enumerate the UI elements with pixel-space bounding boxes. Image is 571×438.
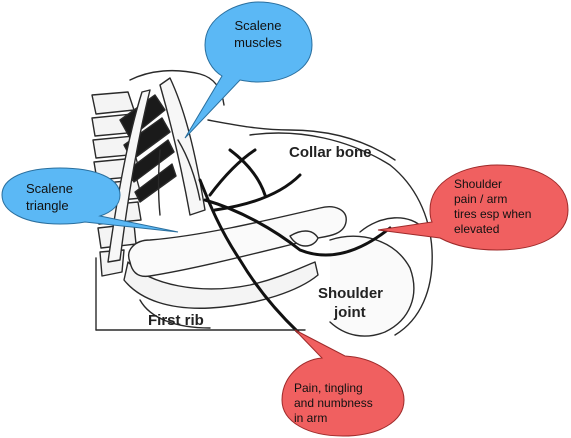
- shoulder-joint-label-line1: Shoulder: [318, 285, 383, 302]
- anterior-scalene: [159, 77, 206, 216]
- brachial-plexus-nerves: [198, 148, 392, 334]
- first-rib-label: First rib: [148, 312, 204, 329]
- middle-scalene: [107, 89, 151, 263]
- callout-shoulder-pain: Shoulder pain / arm tires esp when eleva…: [377, 164, 569, 251]
- callout-shoulder-pain-line1: Shoulder: [454, 177, 502, 191]
- callout-scalene-muscles-line2: muscles: [234, 35, 282, 50]
- first-rib-shape: [123, 261, 319, 309]
- callout-arm-symptoms-line1: Pain, tingling: [294, 381, 363, 395]
- callout-arm-symptoms-line3: in arm: [294, 411, 327, 425]
- shoulder-joint-label-line2: joint: [333, 304, 366, 321]
- callout-arm-symptoms: Pain, tingling and numbness in arm: [281, 329, 405, 437]
- collar-bone-label: Collar bone: [289, 144, 372, 161]
- callout-scalene-triangle: Scalene triangle: [1, 167, 179, 233]
- collar-bone-shape: [128, 206, 347, 278]
- callout-shoulder-pain-line3: tires esp when: [454, 207, 531, 221]
- callout-scalene-muscles-line1: Scalene: [235, 18, 282, 33]
- shoulder-outline: [249, 132, 433, 336]
- callout-shoulder-pain-line2: pain / arm: [454, 192, 507, 206]
- callout-scalene-muscles: Scalene muscles: [184, 1, 313, 139]
- callout-scalene-triangle-line2: triangle: [26, 198, 69, 213]
- callout-scalene-triangle-line1: Scalene: [26, 181, 73, 196]
- callout-arm-symptoms-line2: and numbness: [294, 396, 373, 410]
- callout-shoulder-pain-line4: elevated: [454, 222, 499, 236]
